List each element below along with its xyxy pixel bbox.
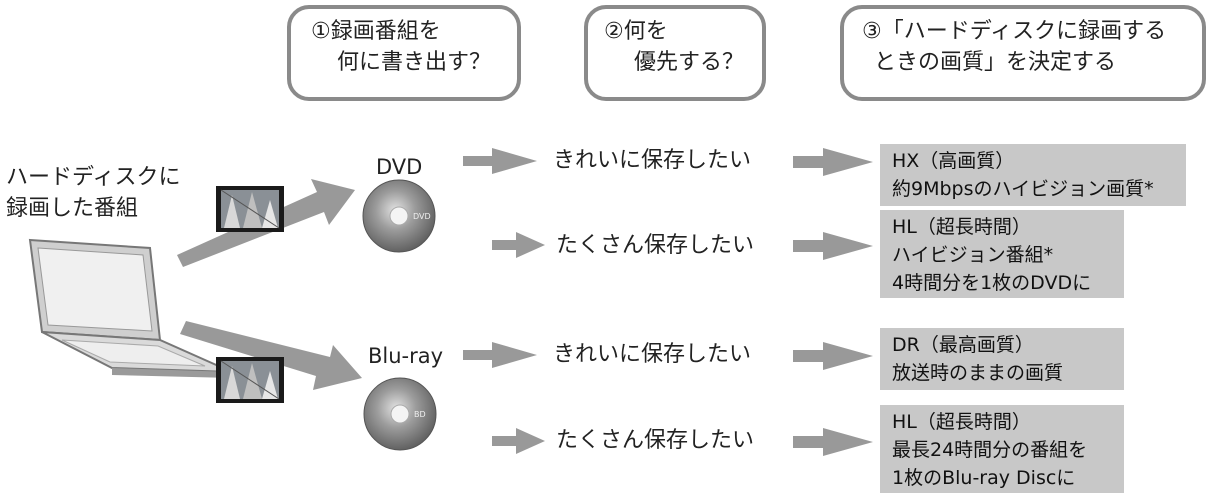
result-dr: DR（最高画質） 放送時のままの画質 (880, 328, 1124, 390)
result-hl-dvd: HL（超長時間） ハイビジョン番組* 4時間分を1枚のDVDに (880, 210, 1124, 298)
result-hx: HX（高画質） 約9Mbpsのハイビジョン画質* (880, 144, 1186, 206)
step-2-line-1: ②何を (604, 19, 668, 44)
program-thumbnail-upper (216, 186, 284, 232)
source-label-line-2: 録画した番組 (6, 196, 139, 221)
result-hl-dvd-line-1: HL（超長時間） (892, 216, 1031, 238)
priority-bluray-quality: きれいに保存したい (553, 342, 752, 367)
arrow-dvd-quality (463, 148, 537, 174)
step-1-line-1: ①録画番組を (311, 19, 441, 44)
result-hx-line-2: 約9Mbpsのハイビジョン画質* (892, 178, 1154, 200)
result-hx-line-1: HX（高画質） (892, 150, 1015, 172)
step-3-line-1: ③「ハードディスクに録画する (862, 19, 1167, 44)
result-hl-bluray-line-3: 1枚のBlu-ray Discに (892, 467, 1076, 489)
arrow-bluray-quality (463, 342, 537, 368)
arrow-dr (793, 342, 873, 370)
arrow-dvd-quantity (492, 232, 545, 258)
arrow-hl-bluray (793, 428, 873, 456)
result-hl-bluray-line-2: 最長24時間分の番組を (892, 439, 1088, 461)
source-label-line-1: ハードディスクに (6, 165, 181, 190)
result-hl-bluray: HL（超長時間） 最長24時間分の番組を 1枚のBlu-ray Discに (880, 405, 1124, 493)
arrow-hl-dvd (793, 232, 873, 260)
arrow-hx (793, 148, 873, 176)
step-3-line-2: ときの画質」を決定する (874, 50, 1117, 75)
priority-bluray-quantity: たくさん保存したい (556, 428, 755, 453)
result-dr-line-1: DR（最高画質） (892, 334, 1034, 356)
step-1-line-2: 何に書き出す？ (337, 50, 492, 75)
priority-dvd-quantity: たくさん保存したい (556, 233, 755, 258)
source-label: ハードディスクに 録画した番組 (6, 162, 180, 224)
result-hl-dvd-line-2: ハイビジョン番組* (892, 244, 1054, 266)
result-hl-bluray-line-1: HL（超長時間） (892, 411, 1031, 433)
laptop-icon (28, 238, 233, 378)
arrow-bluray-quantity (492, 428, 545, 454)
bluray-label: Blu-ray (368, 344, 444, 368)
program-thumbnail-lower (216, 357, 284, 403)
priority-dvd-quality: きれいに保存したい (553, 148, 752, 173)
step-1-box: ①録画番組を 何に書き出す？ (287, 5, 521, 101)
dvd-disc-label: DVD (413, 212, 431, 221)
dvd-label: DVD (376, 155, 423, 179)
bluray-disc-icon: BD (363, 377, 437, 451)
step-2-box: ②何を 優先する？ (584, 5, 766, 101)
bluray-disc-label: BD (414, 410, 426, 419)
step-3-box: ③「ハードディスクに録画する ときの画質」を決定する (840, 5, 1206, 101)
result-hl-dvd-line-3: 4時間分を1枚のDVDに (892, 272, 1092, 294)
step-2-line-2: 優先する？ (634, 50, 745, 75)
dvd-disc-icon: DVD (362, 179, 436, 253)
arrow-to-bluray (180, 321, 362, 390)
result-dr-line-2: 放送時のままの画質 (892, 362, 1064, 384)
